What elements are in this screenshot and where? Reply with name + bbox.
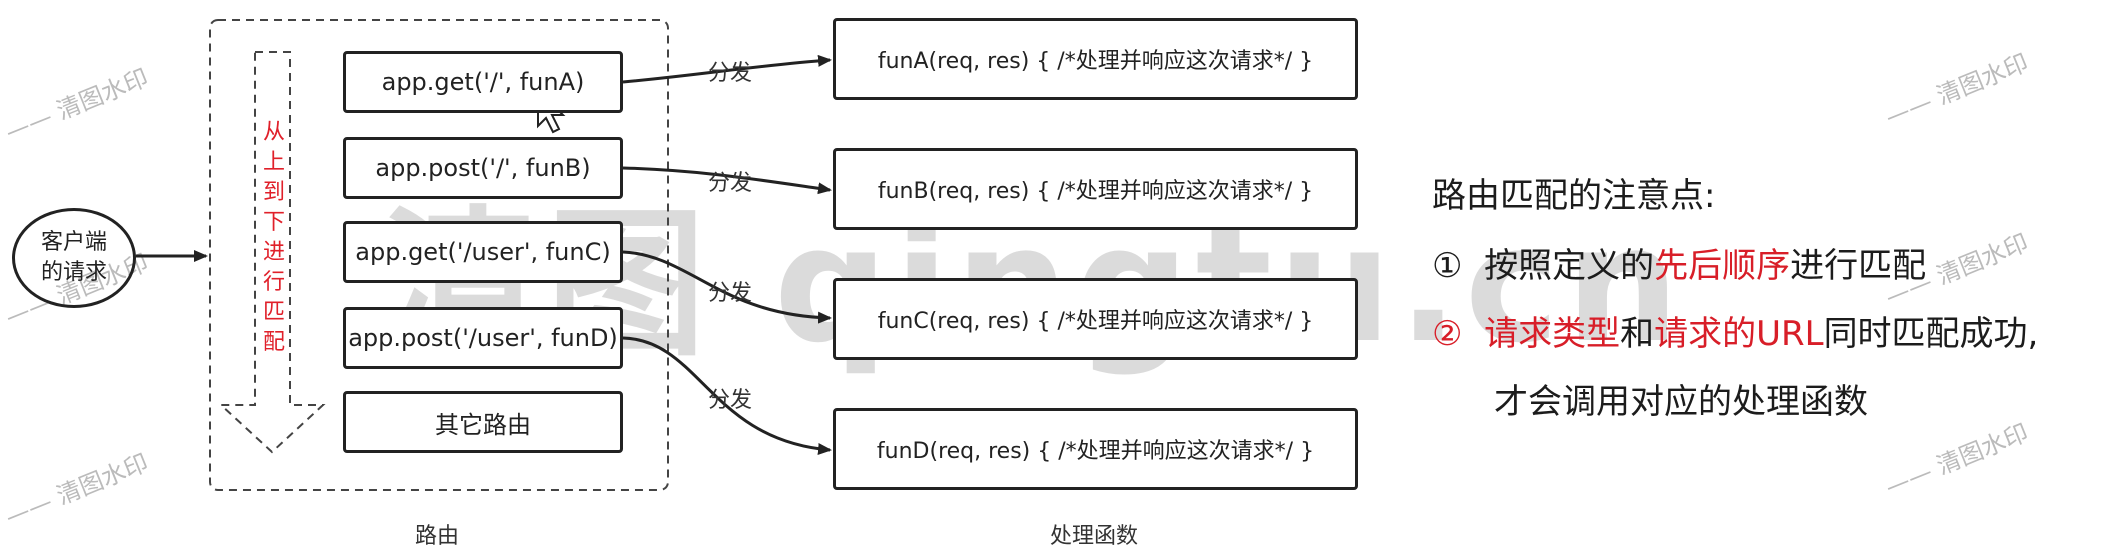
route-box-get-user: app.get('/user', funC)	[343, 221, 623, 283]
handler-box-funC: funC(req, res) { /*处理并响应这次请求*/ }	[833, 278, 1358, 360]
dispatch-arrow-b	[622, 166, 832, 195]
match-order-char: 进	[262, 240, 285, 265]
match-order-char: 行	[262, 270, 285, 295]
route-box-post-root: app.post('/', funB)	[343, 137, 623, 199]
match-order-char: 到	[262, 180, 285, 205]
match-order-char: 从	[262, 120, 285, 145]
router-section-label: 路由	[415, 524, 460, 549]
handler-section-label: 处理函数	[1050, 524, 1139, 549]
dispatch-label: 分发	[708, 388, 753, 413]
notes-title: 路由匹配的注意点:	[1432, 176, 1716, 216]
order-arrow	[218, 51, 326, 454]
match-order-char: 下	[262, 210, 285, 235]
match-order-char: 配	[262, 330, 285, 355]
client-label-line1: 客户端	[40, 230, 107, 255]
dispatch-arrow-a	[622, 54, 832, 84]
dispatch-label: 分发	[708, 281, 753, 306]
handler-box-funB: funB(req, res) { /*处理并响应这次请求*/ }	[833, 148, 1358, 230]
handler-box-funA: funA(req, res) { /*处理并响应这次请求*/ }	[833, 18, 1358, 100]
match-order-char: 上	[262, 150, 285, 175]
match-order-char: 匹	[262, 300, 285, 325]
note-item-2-continued: 才会调用对应的处理函数	[1494, 382, 1868, 422]
note-item-1: ① 按照定义的先后顺序进行匹配	[1432, 246, 1927, 286]
dispatch-arrow-c	[622, 250, 832, 324]
client-request-node: 客户端 的请求	[12, 208, 136, 308]
handler-box-funD: funD(req, res) { /*处理并响应这次请求*/ }	[833, 408, 1358, 490]
match-order-label: 从上到下进行匹配	[262, 118, 286, 358]
router-container	[209, 19, 669, 491]
dispatch-label: 分发	[708, 61, 753, 86]
route-box-get-root: app.get('/', funA)	[343, 51, 623, 113]
client-label-line2: 的请求	[40, 260, 107, 285]
dispatch-label: 分发	[708, 171, 753, 196]
note-item-2: ② 请求类型和请求的URL同时匹配成功,	[1432, 314, 2039, 354]
dispatch-arrow-d	[622, 336, 832, 455]
route-box-post-user: app.post('/user', funD)	[343, 307, 623, 369]
route-box-other: 其它路由	[343, 391, 623, 453]
